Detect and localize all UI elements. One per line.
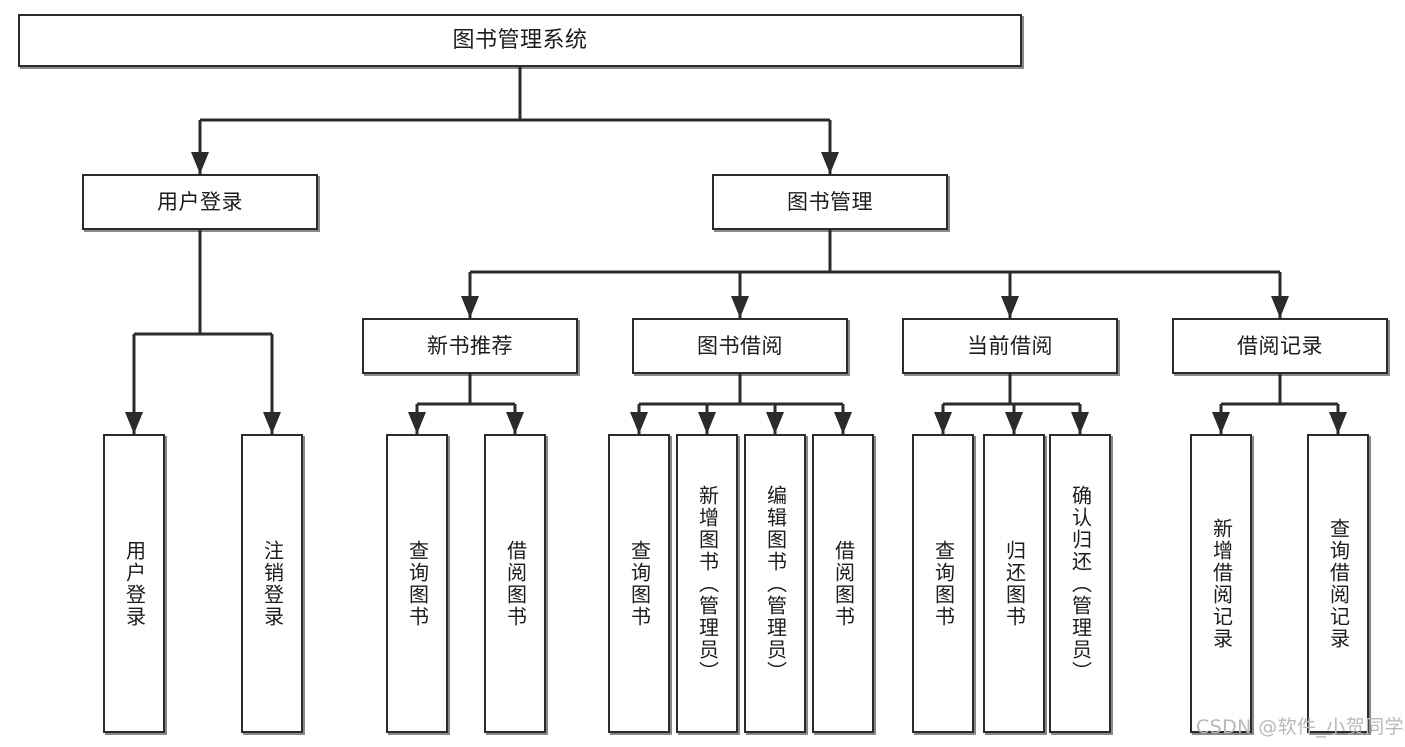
node-label-leaf13: 查询借阅记录 bbox=[1326, 517, 1351, 650]
arrow-head-l1a bbox=[191, 152, 209, 174]
arrow-head-leaf13 bbox=[1329, 412, 1347, 434]
node-label-leaf9: 查询图书 bbox=[931, 539, 956, 628]
node-label-leaf4: 借阅图书 bbox=[503, 539, 528, 628]
node-l1b[interactable]: 图书管理 bbox=[712, 174, 948, 230]
arrow-head-l1b bbox=[821, 152, 839, 174]
node-label-leaf10: 归还图书 bbox=[1002, 539, 1027, 628]
node-label-leaf2: 注销登录 bbox=[260, 539, 285, 628]
node-leaf4[interactable]: 借阅图书 bbox=[484, 434, 546, 733]
node-leaf5[interactable]: 查询图书 bbox=[608, 434, 670, 733]
node-leaf1[interactable]: 用户登录 bbox=[103, 434, 165, 733]
node-label-leaf3: 查询图书 bbox=[405, 539, 430, 628]
node-label-l1b: 图书管理 bbox=[787, 189, 873, 214]
arrow-head-leaf2 bbox=[263, 412, 281, 434]
node-leaf9[interactable]: 查询图书 bbox=[912, 434, 974, 733]
node-label-l2c: 当前借阅 bbox=[967, 333, 1053, 358]
node-l2c[interactable]: 当前借阅 bbox=[902, 318, 1118, 374]
node-label-leaf7: 编辑图书（管理员） bbox=[763, 484, 788, 683]
node-label-leaf8: 借阅图书 bbox=[831, 539, 856, 628]
node-l2a[interactable]: 新书推荐 bbox=[362, 318, 578, 374]
node-label-l2a: 新书推荐 bbox=[427, 333, 513, 358]
arrow-head-leaf6 bbox=[698, 412, 716, 434]
node-leaf2[interactable]: 注销登录 bbox=[241, 434, 303, 733]
node-label-l2d: 借阅记录 bbox=[1237, 333, 1323, 358]
arrow-head-leaf1 bbox=[125, 412, 143, 434]
node-leaf3[interactable]: 查询图书 bbox=[386, 434, 448, 733]
arrow-head-leaf8 bbox=[834, 412, 852, 434]
arrow-head-leaf4 bbox=[506, 412, 524, 434]
watermark-label: CSDN @软件_小贺同学 bbox=[1196, 716, 1404, 738]
node-label-leaf6: 新增图书（管理员） bbox=[695, 484, 720, 683]
node-l2b[interactable]: 图书借阅 bbox=[632, 318, 848, 374]
node-leaf6[interactable]: 新增图书（管理员） bbox=[676, 434, 738, 733]
node-l1a[interactable]: 用户登录 bbox=[82, 174, 318, 230]
arrow-head-l2c bbox=[1001, 296, 1019, 318]
node-leaf8[interactable]: 借阅图书 bbox=[812, 434, 874, 733]
node-leaf10[interactable]: 归还图书 bbox=[983, 434, 1045, 733]
node-l2d[interactable]: 借阅记录 bbox=[1172, 318, 1388, 374]
arrow-head-l2b bbox=[731, 296, 749, 318]
node-label-leaf5: 查询图书 bbox=[627, 539, 652, 628]
arrow-head-l2a bbox=[461, 296, 479, 318]
arrow-head-leaf3 bbox=[408, 412, 426, 434]
arrow-head-leaf11 bbox=[1071, 412, 1089, 434]
arrow-head-leaf5 bbox=[630, 412, 648, 434]
node-label-leaf12: 新增借阅记录 bbox=[1209, 517, 1234, 650]
node-label-leaf11: 确认归还（管理员） bbox=[1068, 484, 1093, 683]
node-label-root: 图书管理系统 bbox=[452, 27, 588, 53]
node-label-l2b: 图书借阅 bbox=[697, 333, 783, 358]
node-leaf12[interactable]: 新增借阅记录 bbox=[1190, 434, 1252, 733]
arrow-head-leaf12 bbox=[1212, 412, 1230, 434]
arrow-head-leaf7 bbox=[766, 412, 784, 434]
node-label-leaf1: 用户登录 bbox=[122, 539, 147, 628]
node-leaf11[interactable]: 确认归还（管理员） bbox=[1049, 434, 1111, 733]
node-label-l1a: 用户登录 bbox=[157, 189, 243, 214]
node-root[interactable]: 图书管理系统 bbox=[18, 14, 1022, 67]
arrow-head-leaf9 bbox=[934, 412, 952, 434]
arrow-head-leaf10 bbox=[1005, 412, 1023, 434]
node-leaf7[interactable]: 编辑图书（管理员） bbox=[744, 434, 806, 733]
arrow-head-l2d bbox=[1271, 296, 1289, 318]
node-leaf13[interactable]: 查询借阅记录 bbox=[1307, 434, 1369, 733]
